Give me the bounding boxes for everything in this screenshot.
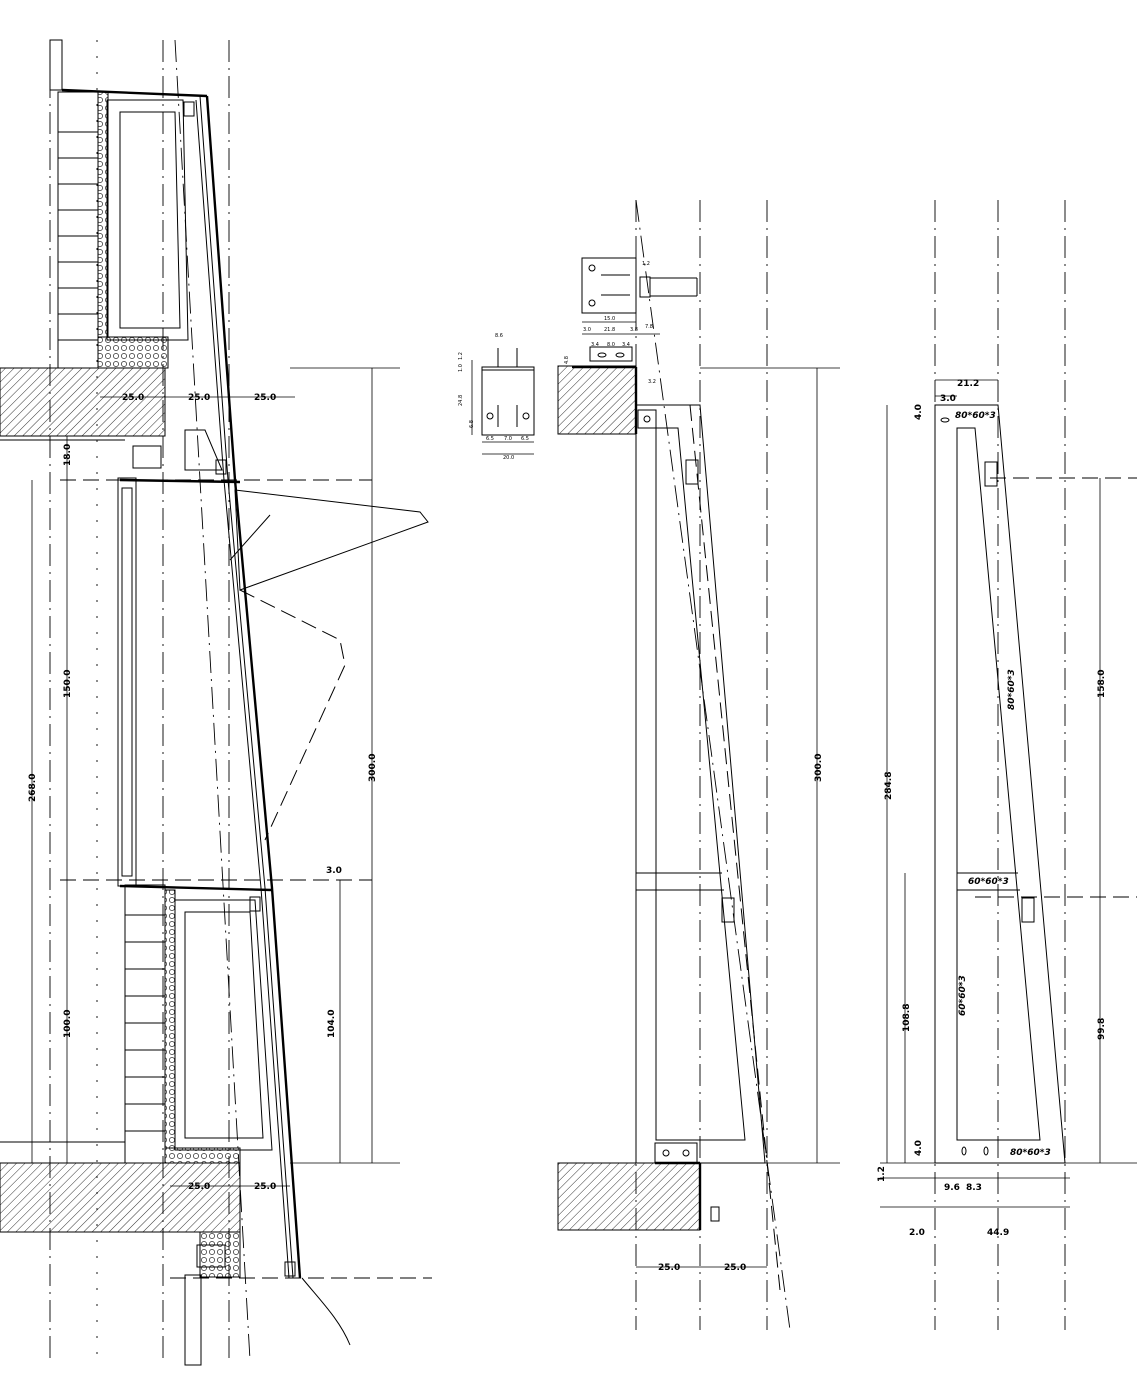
inner-frame: [106, 99, 189, 341]
left-section: 25.0 25.0 25.0 18.0 150.0 268.0 300.0 3.…: [0, 39, 432, 1366]
floor-slab-lower: [0, 1162, 241, 1233]
plate-detail: 8.6 1.2 1.0 24.8 6.8 6.5 7.0 6.5 20.0: [458, 333, 535, 461]
right-section: 21.2 3.0 4.0 80*60*3 80*60*3 284.8 158.0…: [877, 200, 1137, 1330]
dim-label: 3.2: [648, 379, 656, 385]
profile-label: 60*60*3: [958, 975, 968, 1016]
profile-label: 80*60*3: [1010, 1148, 1051, 1158]
dim-label: 6.5: [486, 436, 494, 442]
dim-label: 104.0: [327, 1010, 337, 1038]
floor-slab-upper: [557, 365, 637, 435]
profile-label: 80*60*3: [1007, 669, 1017, 710]
dim-label: 7.8: [645, 324, 653, 330]
sloped-glazing: [205, 95, 302, 1279]
dim-label: 25.0: [724, 1263, 746, 1273]
dim-label: 20.0: [503, 455, 514, 461]
dim-label: 21.2: [957, 379, 979, 389]
dim-label: 9.6: [944, 1183, 960, 1193]
window-frame: [117, 477, 137, 887]
dim-label: 1.2: [458, 352, 464, 360]
dim-label: 2.0: [909, 1228, 925, 1238]
dim-label: 25.0: [254, 1182, 276, 1192]
dim-label: 268.0: [28, 774, 38, 802]
dim-label: 21.8: [604, 327, 615, 333]
dim-label: 100.0: [63, 1010, 73, 1038]
dim-label: 1.2: [642, 261, 650, 267]
dim-label: 284.8: [884, 772, 894, 800]
middle-section: 15.0 3.0 21.8 3.8 7.8 1.2 3.4 8.0 3.4 4.…: [557, 199, 840, 1331]
dim-label: 25.0: [122, 393, 144, 403]
dim-label: 99.8: [1097, 1018, 1107, 1040]
dim-label: 3.0: [583, 327, 591, 333]
open-vent: [234, 489, 429, 591]
dim-label: 300.0: [368, 754, 378, 782]
dim-label: 4.0: [914, 404, 924, 420]
grid-line: [174, 39, 251, 1361]
dim-label: 8.3: [966, 1183, 982, 1193]
dim-label: 3.0: [326, 866, 342, 876]
profile-label: 60*60*3: [968, 877, 1009, 887]
dim-label: 3.4: [591, 342, 599, 348]
dim-label: 18.0: [63, 444, 73, 466]
dim-label: 6.8: [469, 420, 475, 428]
steel-bracket: [934, 404, 1066, 1164]
dim-label: 150.0: [63, 670, 73, 698]
steel-bracket: [635, 404, 766, 1164]
dim-label: 1.0: [458, 364, 464, 372]
dim-label: 24.8: [458, 395, 464, 406]
upper-wall: [57, 91, 99, 369]
dim-label: 6.5: [521, 436, 529, 442]
dim-label: 4.8: [564, 356, 570, 364]
floor-slab-upper: [0, 367, 166, 437]
dim-label: 25.0: [188, 393, 210, 403]
dim-label: 44.9: [987, 1228, 1009, 1238]
dim-label: 3.8: [630, 327, 638, 333]
dim-label: 3.0: [940, 394, 956, 404]
dim-label: 300.0: [814, 754, 824, 782]
dim-label: 1.2: [877, 1166, 887, 1182]
dim-label: 8.0: [607, 342, 615, 348]
dim-label: 15.0: [604, 316, 615, 322]
lower-wall: [124, 884, 166, 1164]
dim-label: 158.0: [1097, 670, 1107, 698]
dim-label: 8.6: [495, 333, 503, 339]
dim-label: 7.0: [504, 436, 512, 442]
floor-slab-lower: [557, 1162, 701, 1231]
dim-label: 4.0: [914, 1140, 924, 1156]
dim-label: 25.0: [188, 1182, 210, 1192]
bracket-plate: [581, 257, 637, 314]
dim-label: 25.0: [254, 393, 276, 403]
dim-label: 108.8: [902, 1004, 912, 1032]
dim-label: 25.0: [658, 1263, 680, 1273]
dim-label: 3.4: [622, 342, 630, 348]
profile-label: 80*60*3: [955, 411, 996, 421]
